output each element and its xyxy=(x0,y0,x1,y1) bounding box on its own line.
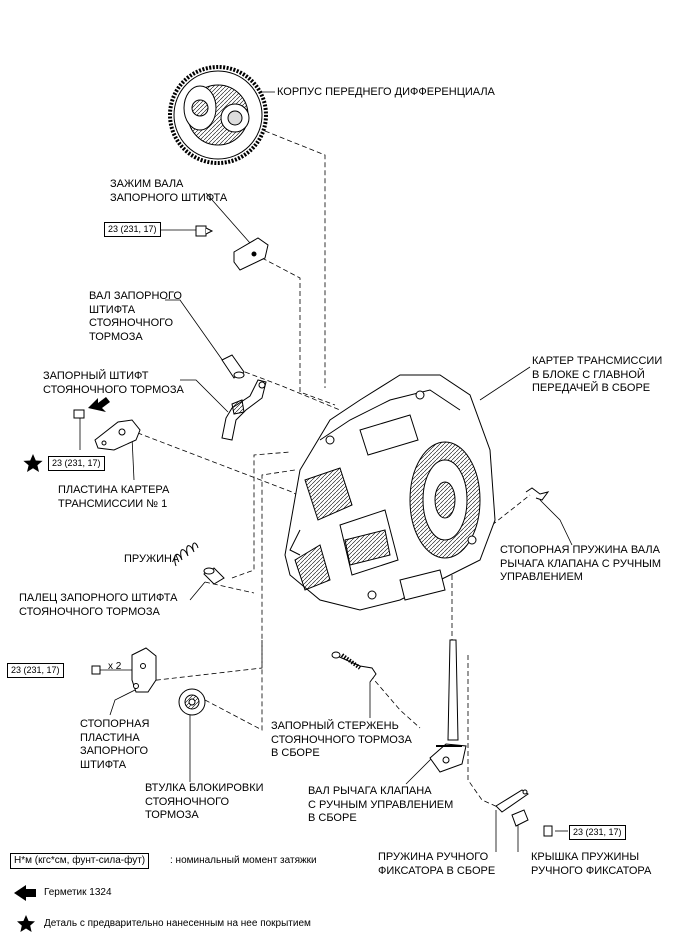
transaxle-case xyxy=(284,374,496,611)
label-line: СТОЯНОЧНОГО ТОРМОЗА xyxy=(43,383,184,396)
label-line: РУЧНОГО ФИКСАТОРА xyxy=(531,864,652,877)
label-transaxle-case: КАРТЕР ТРАНСМИССИИ В БЛОКЕ С ГЛАВНОЙ ПЕР… xyxy=(532,355,662,396)
legend-star-icon xyxy=(17,915,35,932)
star-icon xyxy=(23,454,43,472)
label-line: ПАЛЕЦ ЗАПОРНОГО ШТИФТА xyxy=(19,592,178,604)
label-lock-sleeve: ВТУЛКА БЛОКИРОВКИ СТОЯНОЧНОГО ТОРМОЗА xyxy=(145,782,264,823)
label-line: ЗАПОРНОГО ШТИФТА xyxy=(110,191,228,204)
label-line: ТРАНСМИССИИ № 1 xyxy=(58,497,168,510)
label-pawl-stopper-plate: СТОПОРНАЯ ПЛАСТИНА ЗАПОРНОГО ШТИФТА xyxy=(80,718,149,772)
pawl-stopper-plate xyxy=(91,647,157,693)
label-pawl-pin: ПАЛЕЦ ЗАПОРНОГО ШТИФТА СТОЯНОЧНОГО ТОРМО… xyxy=(19,592,178,619)
label-line: РЫЧАГА КЛАПАНА С РУЧНЫМ xyxy=(500,557,662,570)
legend-precoated-text: Деталь с предварительно нанесенным на не… xyxy=(44,918,311,929)
torque-box-1: 23 (231, 17) xyxy=(104,222,161,237)
assembly-lines xyxy=(129,124,531,809)
lock-sleeve xyxy=(178,688,206,716)
label-line: СТОЯНОЧНОГО xyxy=(145,795,230,808)
label-line: ШТИФТА xyxy=(89,303,136,316)
label-line: С РУЧНЫМ УПРАВЛЕНИЕМ xyxy=(308,798,454,811)
label-line: В СБОРЕ xyxy=(271,747,320,759)
label-line: ВАЛ ЗАПОРНОГО xyxy=(89,290,182,302)
legend-sealant-icon xyxy=(14,885,36,901)
label-valve-lever-shaft: ВАЛ РЫЧАГА КЛАПАНА С РУЧНЫМ УПРАВЛЕНИЕМ … xyxy=(308,785,453,826)
label-line: СТОПОРНАЯ xyxy=(80,718,150,730)
label-line: СТОЯНОЧНОГО ТОРМОЗА xyxy=(271,733,412,746)
label-line: В СБОРЕ xyxy=(308,812,357,824)
quantity-x2: x 2 xyxy=(108,661,122,672)
label-line: ПРУЖИНА РУЧНОГО xyxy=(378,851,489,863)
label-parking-pawl: ЗАПОРНЫЙ ШТИФТ СТОЯНОЧНОГО ТОРМОЗА xyxy=(43,370,184,397)
label-line: ЗАПОРНЫЙ СТЕРЖЕНЬ xyxy=(271,720,399,732)
torque-box-2: 23 (231, 17) xyxy=(48,456,105,471)
pawl-shaft-clamp xyxy=(195,225,269,271)
label-line: ВТУЛКА БЛОКИРОВКИ xyxy=(145,782,264,794)
torque-box-4: 23 (231, 17) xyxy=(569,825,626,840)
label-line: СТОПОРНАЯ ПРУЖИНА ВАЛА xyxy=(500,544,660,556)
label-case-plate: ПЛАСТИНА КАРТЕРА ТРАНСМИССИИ № 1 xyxy=(58,484,169,511)
label-line: ШТИФТА xyxy=(80,758,127,771)
front-diff-case xyxy=(168,65,268,165)
detent-spring xyxy=(495,789,529,813)
label-line: ВАЛ РЫЧАГА КЛАПАНА xyxy=(308,785,432,797)
label-spring: ПРУЖИНА xyxy=(124,553,180,565)
label-detent-spring: ПРУЖИНА РУЧНОГО ФИКСАТОРА В СБОРЕ xyxy=(378,851,495,878)
label-line: ПЕРЕДАЧЕЙ В СБОРЕ xyxy=(532,382,651,394)
lock-rod xyxy=(331,651,377,683)
spring-part xyxy=(174,542,199,567)
label-line: КРЫШКА ПРУЖИНЫ xyxy=(531,851,640,863)
label-line: ФИКСАТОРА В СБОРЕ xyxy=(378,864,496,877)
legend-unit-box: Н*м (кгс*см, фунт-сила-фут) xyxy=(10,853,150,869)
label-line: СТОЯНОЧНОГО ТОРМОЗА xyxy=(19,605,160,618)
label-line: ТОРМОЗА xyxy=(89,330,143,343)
label-line: ЗАЖИМ ВАЛА xyxy=(110,178,184,190)
parking-pawl xyxy=(221,379,267,441)
pawl-pin xyxy=(203,567,225,585)
label-line: ЗАПОРНЫЙ ШТИФТ xyxy=(43,370,149,382)
label-line: ТОРМОЗА xyxy=(145,809,199,821)
label-line: УПРАВЛЕНИЕМ xyxy=(500,571,583,583)
torque-box-3: 23 (231, 17) xyxy=(7,663,64,678)
label-pawl-shaft-clamp: ЗАЖИМ ВАЛА ЗАПОРНОГО ШТИФТА xyxy=(110,178,227,205)
valve-lever-shaft xyxy=(429,639,467,773)
label-retaining-spring: СТОПОРНАЯ ПРУЖИНА ВАЛА РЫЧАГА КЛАПАНА С … xyxy=(500,544,661,585)
legend-sealant-text: Герметик 1324 xyxy=(44,887,112,898)
label-front-diff-case: КОРПУС ПЕРЕДНЕГО ДИФФЕРЕНЦИАЛА xyxy=(277,86,495,98)
retaining-spring xyxy=(525,487,550,501)
label-line: ЗАПОРНОГО xyxy=(80,745,149,757)
label-line: ПЛАСТИНА КАРТЕРА xyxy=(58,484,170,496)
legend-unit-description: : номинальный момент затяжки xyxy=(170,855,317,866)
label-pawl-shaft: ВАЛ ЗАПОРНОГО ШТИФТА СТОЯНОЧНОГО ТОРМОЗА xyxy=(89,290,182,344)
label-lock-rod: ЗАПОРНЫЙ СТЕРЖЕНЬ СТОЯНОЧНОГО ТОРМОЗА В … xyxy=(271,720,412,761)
case-plate xyxy=(73,409,141,451)
label-line: КАРТЕР ТРАНСМИССИИ xyxy=(532,355,663,367)
detent-cover xyxy=(511,809,553,837)
pawl-shaft xyxy=(221,354,245,379)
sealant-arrow-icon xyxy=(88,397,110,412)
label-detent-cover: КРЫШКА ПРУЖИНЫ РУЧНОГО ФИКСАТОРА xyxy=(531,851,651,878)
label-line: СТОЯНОЧНОГО xyxy=(89,317,174,329)
label-line: В БЛОКЕ С ГЛАВНОЙ xyxy=(532,368,645,381)
label-line: ПЛАСТИНА xyxy=(80,731,140,744)
